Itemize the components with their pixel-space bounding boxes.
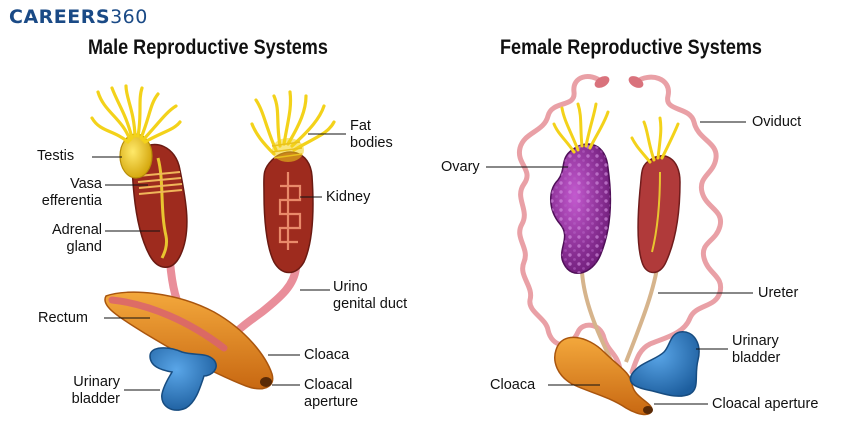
brand-logo-part2: 360 <box>110 6 148 28</box>
brand-logo-part1: CAREERS <box>9 6 111 28</box>
label-rectum: Rectum <box>38 310 88 326</box>
label-female-urinary-line2: bladder <box>732 350 781 366</box>
label-male-cloaca: Cloaca <box>304 347 350 363</box>
label-kidney: Kidney <box>326 189 371 205</box>
label-ureter: Ureter <box>758 285 799 301</box>
label-aperture-line2: aperture <box>304 394 359 410</box>
label-fat-line1: Fat <box>350 118 371 134</box>
female-right-oviduct <box>629 74 724 375</box>
male-kidney-tubules <box>278 172 302 250</box>
label-vasa-line2: efferentia <box>41 193 102 209</box>
label-vasa-efferentia: Vasa efferentia <box>24 176 102 210</box>
label-fat-line2: bodies <box>350 135 393 151</box>
label-male-urinary-line2: bladder <box>71 391 120 407</box>
female-left-ureter <box>580 271 614 363</box>
male-adrenal-gland <box>156 157 168 259</box>
label-adrenal-line2: gland <box>66 239 102 255</box>
label-urino-line1: Urino <box>333 279 368 295</box>
label-male-urinary-bladder: Urinary bladder <box>40 374 120 408</box>
female-left-funnel <box>594 76 610 88</box>
female-left-fat-bodies <box>552 102 610 154</box>
male-urinary-bladder <box>149 347 217 411</box>
male-title: Male Reproductive Systems <box>88 36 328 59</box>
brand-logo: CAREERS360 <box>9 6 148 28</box>
label-testis: Testis <box>37 148 75 164</box>
leader-lines <box>92 121 753 405</box>
label-vasa-line1: Vasa <box>70 176 102 192</box>
label-female-cloaca: Cloaca <box>490 377 536 393</box>
label-female-cloacal-aperture: Cloacal aperture <box>712 396 819 412</box>
label-female-urinary-line1: Urinary <box>732 333 779 349</box>
female-right-funnel <box>628 76 644 88</box>
female-cloacal-aperture-mark <box>643 406 653 414</box>
label-female-urinary-bladder: Urinary bladder <box>732 333 780 367</box>
label-ovary: Ovary <box>441 159 480 175</box>
female-left-oviduct <box>516 74 623 373</box>
male-rectum-tube <box>108 296 228 352</box>
label-fat-bodies: Fat bodies <box>350 118 393 152</box>
label-urino-line2: genital duct <box>333 296 408 312</box>
female-diagram <box>516 74 724 416</box>
male-cloacal-aperture-mark <box>260 377 272 387</box>
male-diagram <box>90 84 336 411</box>
label-aperture-line1: Cloacal <box>304 377 353 393</box>
label-male-cloacal-aperture: Cloacal aperture <box>304 377 358 411</box>
female-urinary-bladder <box>629 331 700 397</box>
female-right-fat-bodies <box>630 116 680 164</box>
label-male-urinary-line1: Urinary <box>73 374 120 390</box>
male-left-fat-bodies <box>90 84 182 144</box>
label-adrenal-line1: Adrenal <box>52 222 102 238</box>
male-vasa-efferentia <box>137 171 183 195</box>
label-oviduct: Oviduct <box>752 114 802 130</box>
label-adrenal-gland: Adrenal gland <box>24 222 102 256</box>
label-urino-genital-duct: Urino genital duct <box>333 279 407 313</box>
female-title: Female Reproductive Systems <box>500 36 762 59</box>
male-urinogenital-duct <box>228 264 300 340</box>
